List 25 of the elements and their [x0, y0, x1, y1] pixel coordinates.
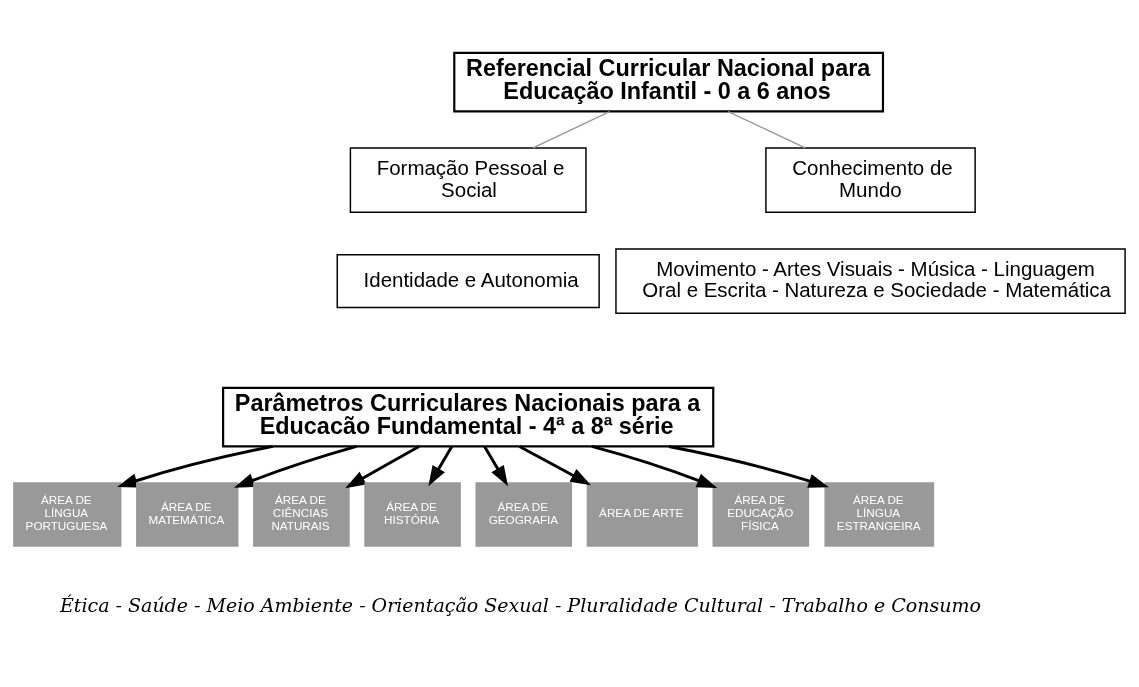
node-box: ÁREA DE LÍNGUA ESTRANGEIRA	[824, 481, 935, 547]
node-box: Movimento - Artes Visuais - Música - Linguagem Oral e Escrita - Natureza e Sociedade - Matemática	[615, 247, 1126, 314]
node-box: Formação Pessoal e Social	[349, 146, 587, 213]
connector	[532, 110, 611, 149]
node-box: ÁREA DE GEOGRAFIA	[475, 481, 573, 547]
node-box: Referencial Curricular Nacional para Educação Infantil - 0 a 6 anos	[453, 51, 885, 112]
connector	[727, 110, 806, 149]
arrow	[668, 444, 829, 488]
node-box: ÁREA DE EDUCAÇÃO FÍSICA	[712, 481, 810, 547]
node-box: ÁREA DE CIÊNCIAS NATURAIS	[253, 481, 350, 547]
arrow	[117, 444, 274, 487]
arrow	[483, 445, 508, 486]
arrow	[591, 444, 718, 488]
label: Ética - Saúde - Meio Ambiente - Orientação Sexual - Pluralidade Cultural - Trabalho e Consumo	[59, 593, 981, 616]
node-box: Conhecimento de Mundo	[765, 146, 976, 213]
node-box: Parâmetros Curriculares Nacionais para a Educacão Fundamental - 4ª a 8ª série	[222, 386, 715, 447]
arrow	[518, 444, 592, 485]
node-box: Identidade e Autonomia	[336, 253, 600, 308]
arrow	[233, 444, 357, 488]
node-box: ÁREA DE ARTE	[586, 481, 698, 547]
node-box: ÁREA DE MATEMÁTICA	[136, 481, 239, 547]
node-box: ÁREA DE HISTÓRIA	[364, 481, 461, 547]
arrow	[345, 444, 420, 488]
arrow	[428, 445, 454, 486]
node-box: ÁREA DE LÍNGUA PORTUGUESA	[13, 481, 122, 547]
